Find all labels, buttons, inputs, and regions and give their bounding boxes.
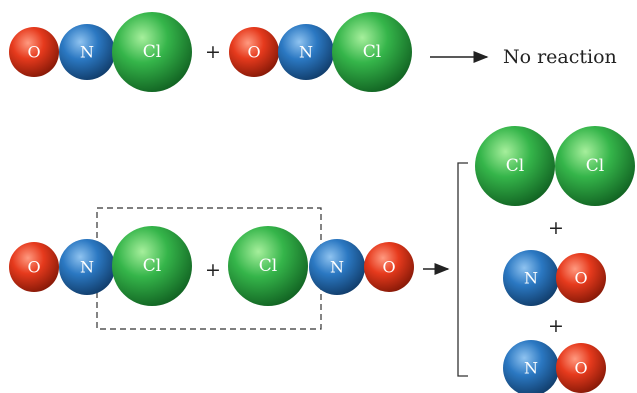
atom-n: N xyxy=(59,239,115,295)
atom-o: O xyxy=(556,343,606,393)
atom-o: O xyxy=(9,27,59,77)
svg-text:Cl: Cl xyxy=(363,42,381,62)
svg-text:O: O xyxy=(247,43,260,62)
svg-text:N: N xyxy=(524,359,538,378)
reactant-2b-molecule: Cl N O xyxy=(228,226,414,306)
svg-text:N: N xyxy=(80,43,94,62)
svg-text:N: N xyxy=(80,258,94,277)
atom-n: N xyxy=(59,24,115,80)
product-no-molecule: N O xyxy=(503,340,606,393)
no-reaction-label: No reaction xyxy=(503,46,617,68)
svg-text:Cl: Cl xyxy=(586,156,604,176)
atom-cl: Cl xyxy=(112,226,192,306)
atom-n: N xyxy=(309,239,365,295)
product-no-molecule: N O xyxy=(503,250,606,306)
plus-sign: + xyxy=(548,315,564,337)
plus-sign: + xyxy=(548,217,564,239)
atom-n: N xyxy=(503,250,559,306)
products-bracket xyxy=(457,162,468,377)
atom-cl: Cl xyxy=(475,126,555,206)
svg-text:O: O xyxy=(382,258,395,277)
svg-text:O: O xyxy=(27,258,40,277)
atom-cl: Cl xyxy=(555,126,635,206)
atom-o: O xyxy=(556,253,606,303)
reactant-2a-molecule: O N Cl xyxy=(9,226,192,306)
atom-cl: Cl xyxy=(112,12,192,92)
svg-text:Cl: Cl xyxy=(143,42,161,62)
plus-sign: + xyxy=(205,259,221,281)
reaction-1: O N Cl + O N Cl xyxy=(9,12,617,92)
svg-text:N: N xyxy=(330,258,344,277)
product-cl2-molecule: Cl Cl xyxy=(475,126,635,206)
reactant-1b-molecule: O N Cl xyxy=(229,12,412,92)
svg-text:Cl: Cl xyxy=(259,256,277,276)
svg-text:Cl: Cl xyxy=(143,256,161,276)
plus-sign: + xyxy=(205,41,221,63)
svg-text:N: N xyxy=(524,269,538,288)
atom-o: O xyxy=(229,27,279,77)
svg-text:O: O xyxy=(27,43,40,62)
svg-text:O: O xyxy=(574,269,587,288)
atom-o: O xyxy=(9,242,59,292)
atom-n: N xyxy=(278,24,334,80)
atom-cl: Cl xyxy=(332,12,412,92)
atom-cl: Cl xyxy=(228,226,308,306)
atom-n: N xyxy=(503,340,559,393)
atom-o: O xyxy=(364,242,414,292)
reaction-2: O N Cl + Cl N O xyxy=(9,126,635,393)
reactant-1a-molecule: O N Cl xyxy=(9,12,192,92)
svg-text:N: N xyxy=(299,43,313,62)
svg-text:O: O xyxy=(574,359,587,378)
svg-text:Cl: Cl xyxy=(506,156,524,176)
